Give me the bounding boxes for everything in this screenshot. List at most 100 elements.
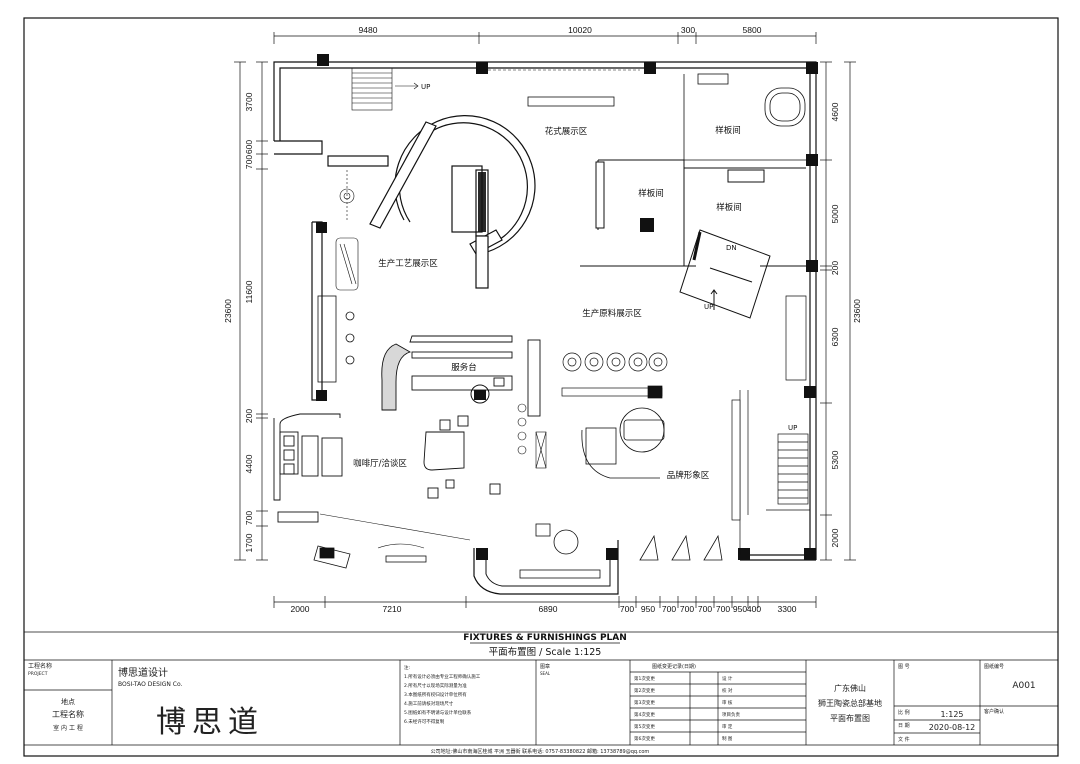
tb-rev-6: 第6次变更 (634, 735, 655, 742)
stair-top-left (351, 67, 419, 111)
room-flower-display: 花式展示区 (545, 126, 588, 137)
tb-rev-2: 第2次变更 (634, 687, 655, 694)
dim-bottom-8: 700 (698, 604, 712, 614)
stair-up-label-3: UP (788, 424, 797, 432)
tb-sheet-no-label: 图纸编号 (984, 663, 1004, 670)
sheet-border (23, 17, 1059, 757)
stair-right (731, 295, 810, 555)
brand-area (581, 407, 723, 561)
tb-note-5: 5.图纸如有不明请与设计单位联系 (404, 709, 472, 716)
tb-notes: 注: 1.所有设计必须由专业工程师确认施工 2.所有尺寸以现场实际测量为准 3.… (404, 664, 481, 725)
process-black-panel-1 (478, 172, 486, 232)
dim-bottom-9: 700 (716, 604, 730, 614)
dim-left-4: 11600 (244, 280, 254, 303)
dim-left-total: 23600 (223, 299, 233, 323)
flower-display-cabinet (527, 96, 615, 107)
dim-right-total: 23600 (852, 299, 862, 323)
tb-project-label: 工程名称 (28, 662, 52, 670)
tb-note-0: 注: (404, 664, 410, 671)
cafe-area (273, 413, 501, 523)
sample-room-pillar (640, 218, 654, 232)
plan-title: FIXTURES & FURNISHINGS PLAN (463, 633, 627, 643)
title-block-grid (24, 631, 1058, 746)
tb-project-label-en: PROJECT (28, 671, 48, 677)
tb-company-cn: 博思道设计 (118, 666, 168, 679)
tb-role-6: 制 图 (722, 735, 733, 742)
stair-up-label-1: UP (421, 83, 430, 91)
sample-room-top (683, 73, 810, 161)
tb-note-1: 1.所有设计必须由专业工程师确认施工 (404, 673, 481, 680)
room-service-desk: 服务台 (451, 362, 477, 373)
dim-left-1: 3700 (244, 92, 254, 111)
dimension-left (234, 61, 268, 561)
dim-top-4: 5800 (743, 25, 762, 35)
structural-columns (316, 54, 818, 560)
dim-right-1: 4600 (830, 102, 840, 121)
dim-top-3: 300 (681, 25, 695, 35)
tb-location: 地点 (61, 697, 75, 706)
tb-revisions: 第1次变更 第2次变更 第3次变更 第4次变更 第5次变更 第6次变更 设 计 … (634, 675, 740, 742)
dim-bottom-12: 3300 (778, 604, 797, 614)
dim-left-3: 700 (244, 155, 254, 169)
dimension-bottom (273, 596, 817, 608)
dim-top-1: 9480 (359, 25, 378, 35)
room-materials: 生产原料展示区 (582, 308, 642, 319)
dim-right-5: 5300 (830, 450, 840, 469)
tb-client-line3: 平面布置图 (830, 713, 870, 723)
tb-date: 2020-08-12 (929, 723, 976, 732)
tb-scale: 1:125 (940, 710, 963, 719)
tb-note-4: 4.施工前请核对现场尺寸 (404, 700, 454, 707)
tb-role-3: 审 核 (722, 699, 733, 706)
dimension-top (273, 32, 817, 44)
room-cafe: 咖啡厅/洽谈区 (353, 458, 407, 469)
tb-client-line1: 广东佛山 (834, 683, 866, 693)
tb-drawing-label: 图 号 (898, 664, 910, 670)
dim-bottom-10: 950 (733, 604, 747, 614)
tb-rev-1: 第1次变更 (634, 675, 655, 682)
dim-top-2: 10020 (568, 25, 592, 35)
tb-role-1: 设 计 (722, 675, 733, 682)
room-process: 生产工艺展示区 (378, 258, 438, 269)
service-column-ring (470, 384, 490, 404)
tb-project-name: 工程名称 (52, 709, 84, 719)
room-brand: 品牌形象区 (667, 470, 710, 481)
tb-seal-en: SEAL (540, 671, 551, 676)
stair-down-ramp (679, 229, 771, 319)
dim-right-3: 200 (830, 261, 840, 275)
tb-company-en: BOSI-TAO DESIGN Co. (118, 681, 183, 688)
tb-client-confirm: 客户确认 (984, 708, 1004, 715)
tb-sheet-label: 文 件 (898, 736, 910, 743)
dim-bottom-7: 700 (680, 604, 694, 614)
plan-subtitle: 平面布置图 / Scale 1:125 (489, 646, 602, 658)
dim-left-5: 200 (244, 409, 254, 423)
dim-right-4: 6300 (830, 327, 840, 346)
dim-right-6: 2000 (830, 528, 840, 547)
dim-bottom-4: 700 (620, 604, 634, 614)
tb-rev-3: 第3次变更 (634, 699, 655, 706)
dim-bottom-11: 400 (747, 604, 761, 614)
tb-footer: 公司地址:佛山市南海区桂城 平洲 玉器街 联系电话: 0757-83380822… (431, 748, 650, 755)
tb-project-type: 室 内 工 程 (53, 724, 83, 732)
dimension-right (820, 61, 856, 561)
tb-role-2: 校 对 (722, 687, 733, 694)
dim-bottom-1: 2000 (291, 604, 310, 614)
tb-rev-4: 第4次变更 (634, 711, 655, 718)
material-pedestals (561, 352, 668, 399)
tb-role-4: 项目负责 (722, 711, 740, 718)
dim-left-6: 4400 (244, 454, 254, 473)
dim-left-2: 600 (244, 140, 254, 154)
dim-left-7: 700 (244, 511, 254, 525)
tb-date-label: 日 期 (898, 723, 910, 729)
sample-room-middle (580, 159, 806, 267)
tb-sheet-no: A001 (1012, 681, 1035, 691)
service-stools (517, 403, 547, 469)
dim-right-2: 5000 (830, 204, 840, 223)
service-desk (381, 335, 541, 417)
dim-bottom-2: 7210 (383, 604, 402, 614)
dim-bottom-5: 950 (641, 604, 655, 614)
left-bench (317, 295, 355, 383)
stair-up-label-2: UP (704, 303, 713, 311)
tb-client-line2: 狮王陶瓷总部基地 (818, 698, 882, 708)
room-sample-left: 样板间 (638, 188, 664, 199)
